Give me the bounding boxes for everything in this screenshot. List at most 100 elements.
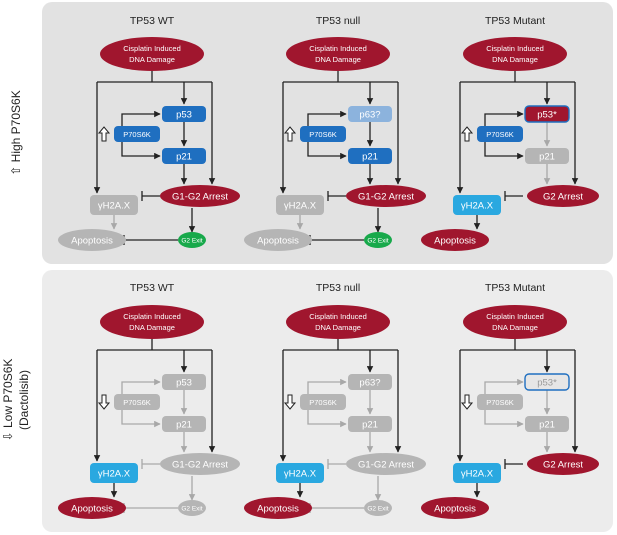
p53-label: p53 [176,378,192,389]
p70s6k-label: P70S6K [309,130,337,139]
p70-to-p53 [121,110,161,126]
p70s6k-label: P70S6K [123,398,151,407]
down-arrow-icon [283,394,297,410]
p70-to-p21 [484,142,524,160]
damage-node [286,305,390,339]
p70-to-p53 [121,378,161,394]
p70s6k-node [477,126,523,142]
p21-node [348,148,392,164]
p21-node [525,148,569,164]
p53-node [348,374,392,390]
p53-label: p53* [537,378,557,389]
apoptosis-label: Apoptosis [257,236,299,247]
p21-node [525,416,569,432]
p21-label: p21 [176,152,192,163]
top-title-mutant: TP53 Mutant [485,15,545,27]
top-title-wt: TP53 WT [130,15,175,27]
up-arrow-icon [283,126,297,142]
p70s6k-node [114,126,160,142]
p53-node [348,106,392,122]
p70s6k-label: P70S6K [123,130,151,139]
apoptosis-node [244,229,312,251]
g2-exit-node [364,500,392,516]
apoptosis-label: Apoptosis [434,504,476,515]
p21-label: p21 [362,152,378,163]
apoptosis-label: Apoptosis [257,504,299,515]
h2ax-node [276,195,324,215]
p70s6k-node [114,394,160,410]
arrest-label: G1-G2 Arrest [358,192,414,203]
h2ax-label: γH2A.X [98,201,131,212]
h2ax-label: γH2A.X [98,469,131,480]
damage-label-1: Cisplatin Induced [123,44,181,53]
p70s6k-label: P70S6K [309,398,337,407]
arrest-label: G1-G2 Arrest [172,460,228,471]
damage-label-1: Cisplatin Induced [309,44,367,53]
apoptosis-label: Apoptosis [71,504,113,515]
g2-exit-node [364,232,392,248]
apoptosis-node [244,497,312,519]
h2ax-node [90,463,138,483]
damage-node [100,305,204,339]
down-arrow-icon [460,394,474,410]
apoptosis-label: Apoptosis [434,236,476,247]
p53-node [162,374,206,390]
p21-label: p21 [539,420,555,431]
side-label-low: ⇩ Low P70S6K [1,359,15,442]
arrest-node [160,185,240,207]
p70s6k-node [300,126,346,142]
apoptosis-label: Apoptosis [71,236,113,247]
g2-exit-label: G2 Exit [181,238,203,245]
damage-label-1: Cisplatin Induced [309,312,367,321]
p70-to-p21 [307,410,347,428]
damage-node [463,37,567,71]
p70s6k-node [477,394,523,410]
damage-node [286,37,390,71]
p21-node [162,148,206,164]
arrest-node [160,453,240,475]
damage-node [463,305,567,339]
h2ax-node [276,463,324,483]
h2ax-label: γH2A.X [284,201,317,212]
h2ax-node [453,463,501,483]
p53-label: p53* [537,110,557,121]
arrest-label: G1-G2 Arrest [172,192,228,203]
p70-to-p21 [307,142,347,160]
h2ax-label: γH2A.X [284,469,317,480]
down-arrow-icon [97,394,111,410]
p21-node [162,416,206,432]
p53-label: p63? [359,110,380,121]
apoptosis-node [58,497,126,519]
p70-to-p21 [484,410,524,428]
damage-label-2: DNA Damage [315,55,361,64]
g2-exit-label: G2 Exit [367,238,389,245]
side-label-low-drug: (Dactolisib) [17,370,31,430]
arrest-node [527,185,599,207]
damage-label-1: Cisplatin Induced [486,44,544,53]
h2ax-node [90,195,138,215]
damage-label-1: Cisplatin Induced [123,312,181,321]
h2ax-label: γH2A.X [461,201,494,212]
apoptosis-node [421,229,489,251]
p70-to-p53 [307,378,347,394]
top-title-null: TP53 null [316,15,360,27]
p53-label: p63? [359,378,380,389]
h2ax-label: γH2A.X [461,469,494,480]
p70-to-p53 [484,378,524,394]
p21-node [348,416,392,432]
p70-to-p53 [307,110,347,126]
p70s6k-label: P70S6K [486,130,514,139]
p70s6k-label: P70S6K [486,398,514,407]
apoptosis-node [58,229,126,251]
p53-label: p53 [176,110,192,121]
damage-label-1: Cisplatin Induced [486,312,544,321]
arrest-label: G2 Arrest [543,192,583,203]
h2ax-node [453,195,501,215]
